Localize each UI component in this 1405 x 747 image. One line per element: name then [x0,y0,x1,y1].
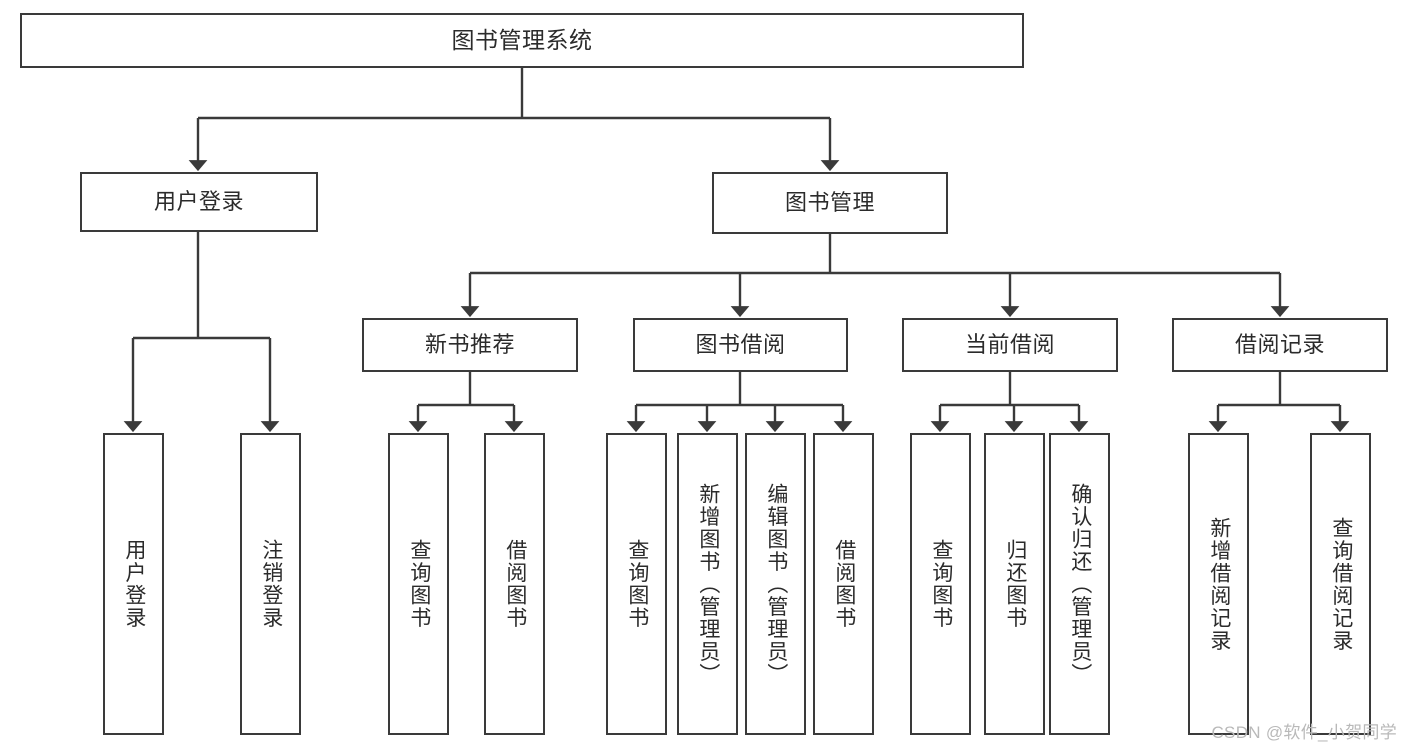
node-label: 查询图书 [625,539,649,629]
node-label: 新增图书（管理员） [696,482,720,686]
node-label: 借阅图书 [832,539,856,629]
leaf-edit-book[interactable]: 编辑图书（管理员） [745,433,806,735]
leaf-borrow-book-1[interactable]: 借阅图书 [484,433,545,735]
node-label: 借阅图书 [503,539,527,629]
leaf-add-record[interactable]: 新增借阅记录 [1188,433,1249,735]
node-borrow-record[interactable]: 借阅记录 [1172,318,1388,372]
node-label: 编辑图书（管理员） [764,482,788,686]
node-label: 归还图书 [1003,539,1027,629]
node-book-manage[interactable]: 图书管理 [712,172,948,234]
node-new-book-rec[interactable]: 新书推荐 [362,318,578,372]
node-label: 查询借阅记录 [1329,516,1353,652]
node-label: 注销登录 [259,539,283,629]
node-label: 图书借阅 [695,332,786,358]
leaf-query-book-1[interactable]: 查询图书 [388,433,449,735]
leaf-borrow-book-2[interactable]: 借阅图书 [813,433,874,735]
leaf-add-book[interactable]: 新增图书（管理员） [677,433,738,735]
node-label: 当前借阅 [964,332,1055,358]
node-root[interactable]: 图书管理系统 [20,13,1024,68]
node-label: 借阅记录 [1234,332,1325,358]
node-label: 新增借阅记录 [1207,516,1231,652]
node-label: 用户登录 [153,189,244,215]
leaf-confirm-return[interactable]: 确认归还（管理员） [1049,433,1110,735]
leaf-query-book-3[interactable]: 查询图书 [910,433,971,735]
node-label: 用户登录 [122,539,146,629]
node-user-login[interactable]: 用户登录 [80,172,318,232]
leaf-query-record[interactable]: 查询借阅记录 [1310,433,1371,735]
node-label: 确认归还（管理员） [1068,482,1092,686]
node-label: 新书推荐 [424,332,515,358]
node-label: 图书管理 [784,190,875,216]
leaf-logout[interactable]: 注销登录 [240,433,301,735]
node-label: 图书管理系统 [451,26,593,53]
leaf-user-login[interactable]: 用户登录 [103,433,164,735]
node-current-borrow[interactable]: 当前借阅 [902,318,1118,372]
leaf-query-book-2[interactable]: 查询图书 [606,433,667,735]
watermark: CSDN @软件_小贺同学 [1211,723,1397,742]
node-label: 查询图书 [407,539,431,629]
node-label: 查询图书 [929,539,953,629]
leaf-return-book[interactable]: 归还图书 [984,433,1045,735]
node-book-borrow[interactable]: 图书借阅 [633,318,848,372]
